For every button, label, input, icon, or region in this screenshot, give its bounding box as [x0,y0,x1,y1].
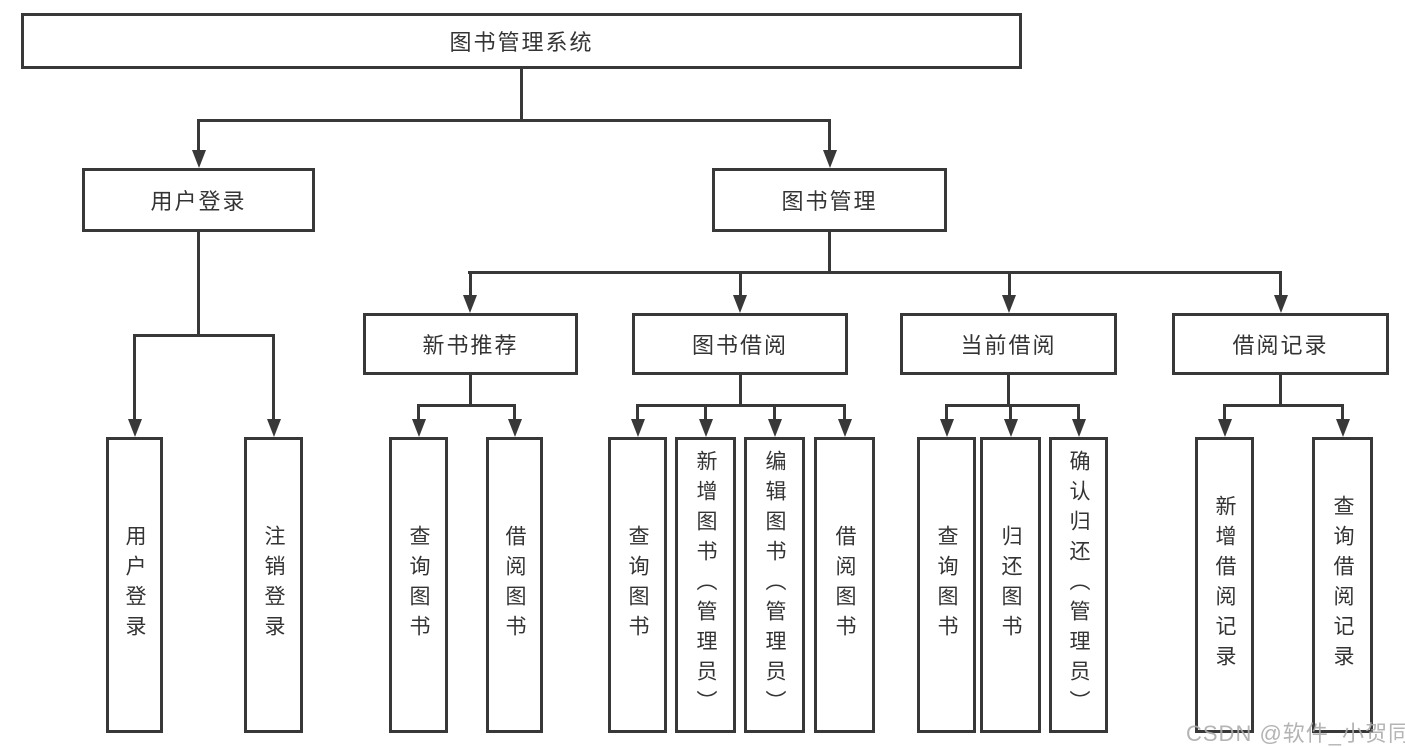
connector-line [1279,375,1282,407]
connector-line [133,334,136,422]
node-label: 编辑图书（管理员） [763,450,786,720]
arrow-head [823,150,837,168]
connector-line [1223,404,1344,407]
arrow-head [699,419,713,437]
arrow-head [128,419,142,437]
connector-line [469,271,472,298]
node-label: 新书推荐 [422,333,519,358]
arrow-head [733,295,747,313]
node-label: 图书管理 [781,189,878,214]
connector-line [945,404,1080,407]
connector-line [417,404,420,424]
connector-line [133,334,275,337]
arrow-head [1218,419,1232,437]
connector-line [945,404,948,424]
arrow-head [940,419,954,437]
node-label: 图书借阅 [691,333,788,358]
arrow-head [412,419,426,437]
watermark: CSDN @软件_小贺同学 [1186,721,1405,746]
arrow-head [838,419,852,437]
arrow-head [192,150,206,168]
connector-line [1279,271,1282,298]
node-label: 当前借阅 [960,333,1057,358]
connector-line [739,271,742,298]
arrow-head [1004,419,1018,437]
arrow-head [1336,419,1350,437]
connector-line [469,375,472,407]
leaf-query-books-current: 查询图书 [917,437,976,733]
connector-line [636,404,639,424]
arrow-head [1274,295,1288,313]
connector-line [828,119,831,155]
leaf-query-books-recommend: 查询图书 [389,437,448,733]
node-label: 借阅图书 [833,525,856,645]
leaf-logout: 注销登录 [244,437,303,733]
leaf-query-borrow-record: 查询借阅记录 [1312,437,1373,733]
node-label: 归还图书 [999,525,1022,645]
leaf-borrow-books-borrowing: 借阅图书 [814,437,875,733]
node-label: 用户登录 [150,189,247,214]
node-new-book-recommendation: 新书推荐 [363,313,578,375]
connector-line [197,232,200,337]
node-label: 图书管理系统 [449,30,594,55]
leaf-add-books-admin: 新增图书（管理员） [675,437,736,733]
node-book-borrowing: 图书借阅 [632,313,848,375]
node-user-login: 用户登录 [82,168,315,232]
arrow-head [508,419,522,437]
connector-line [197,119,831,122]
node-borrowing-records: 借阅记录 [1172,313,1389,375]
connector-line [1007,375,1010,407]
node-label: 查询图书 [935,525,958,645]
connector-line [1077,404,1080,424]
node-label: 注销登录 [262,525,285,645]
connector-line [1008,271,1011,298]
node-library-management-system: 图书管理系统 [21,13,1022,69]
connector-line [520,68,523,122]
arrow-head [463,295,477,313]
node-current-borrowing: 当前借阅 [900,313,1117,375]
node-label: 查询借阅记录 [1331,495,1354,675]
leaf-edit-books-admin: 编辑图书（管理员） [744,437,805,733]
connector-line [828,232,831,274]
node-label: 确认归还（管理员） [1067,450,1090,720]
node-label: 新增图书（管理员） [694,450,717,720]
leaf-return-books: 归还图书 [980,437,1041,733]
leaf-query-books-borrowing: 查询图书 [608,437,667,733]
leaf-user-login: 用户登录 [106,437,163,733]
node-label: 新增借阅记录 [1213,495,1236,675]
node-label: 借阅图书 [503,525,526,645]
connector-line [468,271,1281,274]
connector-line [704,404,707,424]
connector-line [513,404,516,424]
arrow-head [1002,295,1016,313]
connector-line [1223,404,1226,424]
node-label: 查询图书 [407,525,430,645]
connector-line [197,119,200,155]
connector-line [1009,404,1012,424]
connector-line [773,404,776,424]
connector-line [843,404,846,424]
leaf-borrow-books-recommend: 借阅图书 [486,437,543,733]
node-label: 借阅记录 [1232,333,1329,358]
node-label: 查询图书 [626,525,649,645]
connector-line [272,334,275,422]
arrow-head [631,419,645,437]
leaf-confirm-return-admin: 确认归还（管理员） [1049,437,1108,733]
connector-line [1341,404,1344,424]
node-label: 用户登录 [123,525,146,645]
node-book-management: 图书管理 [712,168,947,232]
arrow-head [267,419,281,437]
connector-line [739,375,742,407]
connector-line [417,404,516,407]
connector-line [636,404,846,407]
arrow-head [768,419,782,437]
leaf-add-borrow-record: 新增借阅记录 [1195,437,1254,733]
arrow-head [1072,419,1086,437]
